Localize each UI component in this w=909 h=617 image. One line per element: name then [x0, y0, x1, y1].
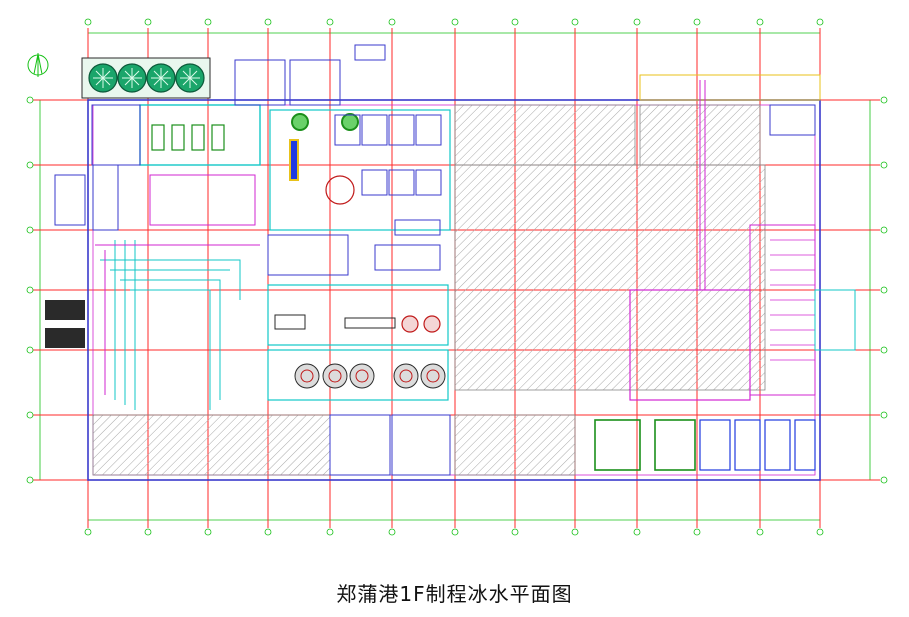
chiller-plant: [95, 44, 386, 410]
central-rooms: [267, 109, 451, 401]
chiller-core: [355, 369, 369, 383]
grid-bubble: [633, 528, 641, 536]
grid-bubble: [511, 18, 519, 26]
grid-bubble: [326, 18, 334, 26]
grid-bubble: [84, 528, 92, 536]
grid-bubble: [451, 18, 459, 26]
fan-blade: [93, 68, 113, 88]
grid-bubble: [264, 18, 272, 26]
grid-bubble: [264, 528, 272, 536]
chiller-core: [328, 369, 342, 383]
pump-icon: [423, 315, 441, 333]
right-rooms: [594, 74, 856, 471]
chiller-icon: [294, 363, 320, 389]
fan-blade: [122, 68, 142, 88]
hatched-zones: [92, 104, 766, 476]
grid-bubble: [880, 411, 888, 419]
grid-bubble: [26, 346, 34, 354]
grid-bubble: [26, 226, 34, 234]
grid-bubble: [26, 411, 34, 419]
grid-bubble: [388, 528, 396, 536]
grid-bubble: [144, 18, 152, 26]
grid-bubble: [204, 18, 212, 26]
chiller-core: [426, 369, 440, 383]
grid-bubble: [880, 226, 888, 234]
grid-bubble: [880, 476, 888, 484]
grid-bubble: [756, 528, 764, 536]
grid-bubble: [26, 286, 34, 294]
grid-bubble: [144, 528, 152, 536]
grid-bubble: [571, 18, 579, 26]
grid-bubble: [880, 346, 888, 354]
grid-bubble: [816, 18, 824, 26]
grid-bubble: [26, 161, 34, 169]
chiller-icon: [322, 363, 348, 389]
grid-bubble: [816, 528, 824, 536]
grid-bubble: [84, 18, 92, 26]
chiller-icon: [420, 363, 446, 389]
grid-bubble: [326, 528, 334, 536]
grid-bubble: [511, 528, 519, 536]
grid-bubble: [756, 18, 764, 26]
grid-bubble: [880, 161, 888, 169]
grid-bubble: [633, 18, 641, 26]
chiller-icon: [393, 363, 419, 389]
chiller-icon: [349, 363, 375, 389]
service-rooms: [45, 104, 451, 476]
chiller-core: [300, 369, 314, 383]
cooling-tower-group: [81, 57, 211, 99]
grid-bubble: [204, 528, 212, 536]
drawing-title: 郑蒲港1F制程冰水平面图: [336, 582, 573, 606]
fan-blade: [180, 68, 200, 88]
grid-bubble: [388, 18, 396, 26]
grid-bubble: [451, 528, 459, 536]
grid-bubble: [571, 528, 579, 536]
grid-bubble: [880, 286, 888, 294]
floor-plan: [26, 18, 888, 536]
grid-bubble: [26, 96, 34, 104]
grid-bubble: [26, 476, 34, 484]
grid-bubbles: [26, 18, 888, 536]
grid-bubble: [693, 528, 701, 536]
chiller-core: [399, 369, 413, 383]
pump-icon: [401, 315, 419, 333]
grid-bubble: [880, 96, 888, 104]
grid-bubble: [693, 18, 701, 26]
north-arrow-icon: [27, 53, 49, 77]
fan-blade: [151, 68, 171, 88]
